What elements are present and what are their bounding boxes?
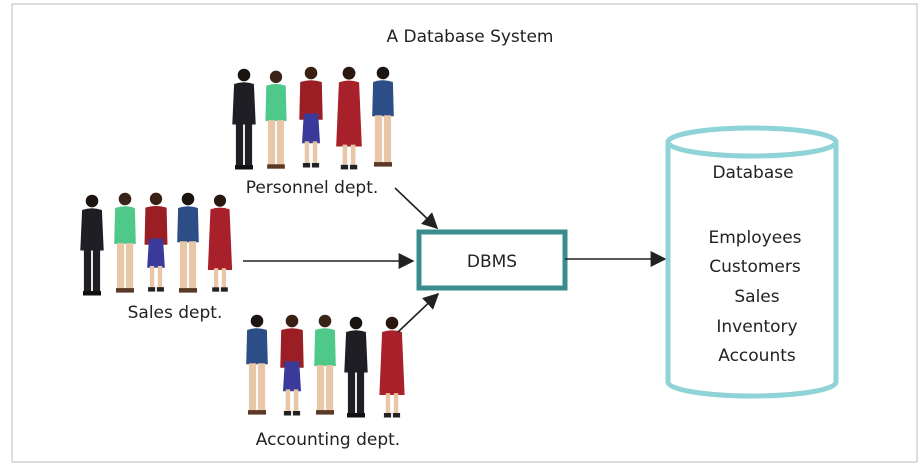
dbms-label: DBMS [467,252,517,272]
person-icon [232,68,256,170]
person-icon [372,66,394,167]
database-cylinder [665,125,839,399]
personnel-to-dbms-arrow [394,187,439,230]
database-item-inventory: Inventory [716,317,797,337]
database-title: Database [712,163,793,183]
person-icon [246,314,268,415]
personnel-dept-label: Personnel dept. [246,178,379,198]
person-icon [280,314,304,416]
person-icon [314,314,336,415]
dbms-box: DBMS [416,229,568,291]
diagram-title: A Database System [387,27,554,47]
accounting-to-dbms-arrow [397,292,440,333]
sales-dept-label: Sales dept. [128,303,223,323]
person-icon [379,316,405,418]
person-icon [299,66,323,168]
person-icon [114,192,136,293]
person-icon [265,70,287,169]
accounting-people-group [246,314,405,418]
outer-border [11,3,918,463]
database-item-accounts: Accounts [718,346,796,366]
person-icon [344,316,368,418]
personnel-people-group [232,66,394,170]
person-icon [177,192,199,293]
person-icon [336,66,362,170]
database-item-sales: Sales [734,287,779,307]
database-item-customers: Customers [709,257,801,277]
person-icon [80,194,104,296]
database-item-employees: Employees [708,228,801,248]
person-icon [207,194,233,292]
accounting-dept-label: Accounting dept. [256,430,400,450]
person-icon [144,192,168,292]
sales-people-group [80,192,233,296]
